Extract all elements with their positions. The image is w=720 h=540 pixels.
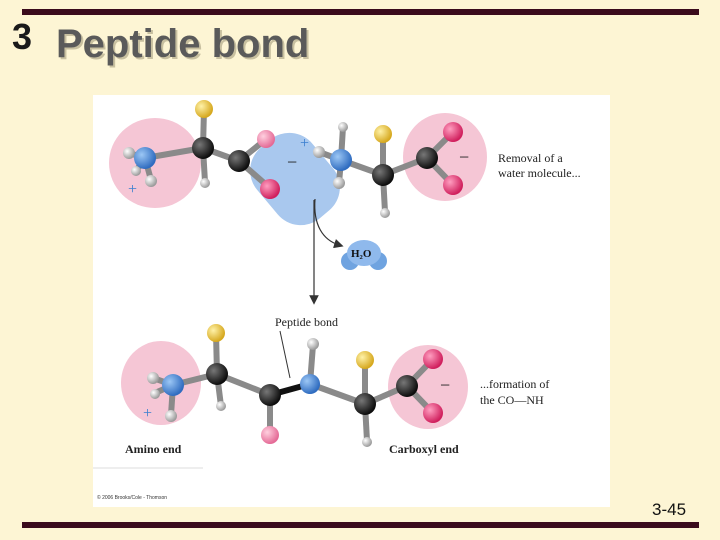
hydrogen-atom	[145, 175, 157, 187]
carboxyl-end-halo-top	[403, 113, 487, 201]
alpha-carbon-atom	[372, 164, 394, 186]
minus-charge: −	[440, 375, 450, 395]
side-chain-atom	[356, 351, 374, 369]
side-chain-atom	[374, 125, 392, 143]
water-formula: H₂O	[351, 248, 372, 260]
alpha-carbon-atom	[206, 363, 228, 385]
carbonyl-carbon-atom	[259, 384, 281, 406]
formation-label-line1: ...formation of	[480, 377, 550, 391]
carboxyl-end-halo-bottom	[388, 345, 468, 429]
hydrogen-atom	[338, 122, 348, 132]
peptide-bond-label: Peptide bond	[275, 315, 338, 329]
side-chain-atom	[207, 324, 225, 342]
oxygen-atom	[443, 175, 463, 195]
slide-title: Peptide bond	[56, 22, 310, 66]
top-rule	[22, 9, 699, 15]
alpha-carbon-atom	[192, 137, 214, 159]
copyright-notice: © 2006 Brooks/Cole - Thomson	[97, 495, 168, 501]
peptide-bond-pointer	[279, 330, 291, 379]
hydrogen-atom	[380, 208, 390, 218]
carbonyl-carbon-atom	[416, 147, 438, 169]
hydrogen-atom	[150, 389, 160, 399]
hydrogen-atom	[131, 166, 141, 176]
plus-charge: +	[128, 181, 137, 198]
removal-label-line1: Removal of a	[498, 151, 563, 165]
hydrogen-atom	[165, 410, 177, 422]
amino-end-label: Amino end	[125, 442, 182, 456]
formation-label-line2: the CO—NH	[480, 393, 544, 407]
oxygen-atom	[443, 122, 463, 142]
oxygen-atom	[260, 179, 280, 199]
plus-charge: +	[143, 405, 152, 422]
hydrogen-atom	[333, 177, 345, 189]
bottom-rule	[22, 522, 699, 528]
hydrogen-atom	[200, 178, 210, 188]
oxygen-atom	[423, 349, 443, 369]
oxygen-atom	[257, 130, 275, 148]
carbonyl-carbon-atom	[228, 150, 250, 172]
hydrogen-atom	[307, 338, 319, 350]
minus-charge: −	[287, 152, 297, 172]
slide-section-number: 3	[12, 16, 33, 57]
nitrogen-atom	[330, 149, 352, 171]
hydrogen-atom	[123, 147, 135, 159]
hydrogen-atom	[313, 146, 325, 158]
water-release-arrow	[314, 198, 344, 249]
alpha-carbon-atom	[354, 393, 376, 415]
nitrogen-atom	[162, 374, 184, 396]
hydrogen-atom	[362, 437, 372, 447]
carboxyl-end-label: Carboxyl end	[389, 442, 459, 456]
side-chain-atom	[195, 100, 213, 118]
slide-page-number: 3-45	[652, 500, 687, 519]
oxygen-atom	[423, 403, 443, 423]
oxygen-atom	[261, 426, 279, 444]
peptide-bond-figure: + − + − H₂O	[93, 95, 610, 507]
water-molecule	[341, 240, 387, 270]
molecule-diagram: + − + − H₂O	[93, 100, 487, 469]
plus-charge: +	[300, 135, 309, 152]
hydrogen-atom	[216, 401, 226, 411]
minus-charge: −	[459, 147, 469, 167]
hydrogen-atom	[147, 372, 159, 384]
carbonyl-carbon-atom	[396, 375, 418, 397]
removal-label-line2: water molecule...	[498, 166, 581, 180]
amino-end-halo-top	[109, 118, 201, 208]
nitrogen-atom	[134, 147, 156, 169]
nitrogen-atom	[300, 374, 320, 394]
